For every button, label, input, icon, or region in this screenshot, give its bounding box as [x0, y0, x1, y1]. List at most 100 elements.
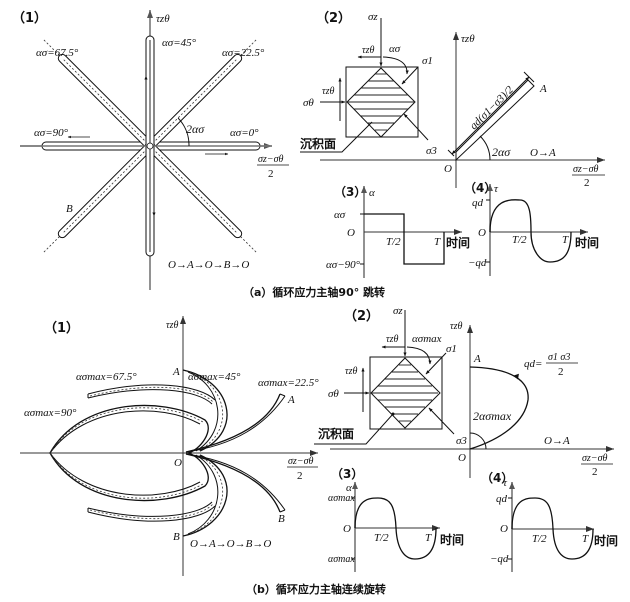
a2-dimension-tick: [523, 71, 535, 83]
panel-a4-label: （4）: [464, 180, 496, 195]
a3-y-axis-arrow-icon: [361, 186, 367, 193]
panel-a1: （1） τzθ σz−σθ 2: [12, 10, 289, 290]
b2-x-axis-denominator: 2: [592, 466, 598, 478]
a2-origin-label: O: [444, 163, 452, 175]
b3-y-zero-label: O: [343, 523, 351, 535]
b3-sine-curve: [354, 497, 437, 560]
a4-x-half-label: T/2: [512, 234, 527, 246]
a1-arm-label-22-5: ασ=22.5°: [222, 47, 265, 59]
b1-loop-label-22-5: ασmax=22.5°: [258, 377, 319, 389]
b2-x-axis-numerator: σz−σθ: [582, 453, 608, 464]
panel-a1-label: （1）: [12, 10, 47, 26]
a4-y-axis-arrow-icon: [487, 184, 493, 191]
figure-b: （1） τzθ O σz−σθ 2: [20, 305, 618, 596]
a2-path-label: O→A: [530, 147, 556, 159]
a2-angle-arc: [479, 135, 491, 161]
b1-arm-22-5: [185, 393, 286, 513]
a3-y-axis-label: α: [369, 187, 375, 199]
b2-angle-arc: [469, 432, 487, 450]
b3-x-axis-label: 时间: [440, 532, 464, 547]
b4-x-axis-label: 时间: [594, 533, 618, 548]
b2-bedding-label: 沉积面: [318, 426, 354, 441]
b2-sigma3-label: σ3: [456, 435, 467, 447]
b4-y-axis-label: τ: [503, 477, 508, 489]
b2-sigma-z-label: σz: [393, 305, 403, 317]
b1-x-axis-numerator: σz−σθ: [288, 456, 314, 467]
a2-dimension-line: [451, 76, 530, 155]
a3-x-end-label: T: [434, 236, 441, 248]
a4-y-zero-label: O: [478, 227, 486, 239]
a4-x-axis-label: 时间: [575, 235, 599, 250]
panel-a2-label: （2）: [316, 10, 351, 26]
b2-qd-lhs: qd=: [524, 358, 542, 370]
b2-sigma3-arrow-icon: [428, 407, 455, 435]
a2-x-axis-arrow-icon: [597, 157, 605, 163]
b2-origin-label: O: [458, 452, 466, 464]
a2-dimension-tick: [447, 149, 455, 157]
b2-angle-label: 2ασmax: [473, 409, 512, 423]
a2-bedding-leader: [300, 121, 373, 153]
a1-arm-minus-22-5: [145, 141, 257, 253]
b2-tau-left-label: τzθ: [345, 366, 357, 377]
b1-origin-label: O: [174, 457, 182, 469]
a2-tau-top-label: τzθ: [362, 45, 374, 56]
b2-qd-denominator: 2: [558, 366, 564, 378]
panel-b4: （4） τ qd O −qd T/2 T 时间: [481, 470, 618, 572]
a4-x-end-label: T: [562, 234, 569, 246]
b2-bedding-leader: [314, 413, 394, 445]
b2-alpha-arc: [406, 346, 432, 365]
panel-b3: （3） α ασmax O ασmax T/2 T 时间: [328, 466, 464, 572]
b1-point-b-right: B: [278, 513, 285, 525]
a3-x-half-label: T/2: [386, 236, 401, 248]
b3-y-top-label: ασmax: [328, 493, 355, 504]
a2-bedding-label: 沉积面: [300, 136, 336, 151]
panel-a3: （3） α ασ O ασ−90° T/2 T 时间: [326, 184, 470, 278]
a2-x-axis-numerator: σz−σθ: [573, 164, 599, 175]
b3-y-axis-arrow-icon: [352, 482, 358, 489]
a3-square-wave: [364, 213, 445, 265]
a1-angle-arc: [177, 117, 190, 147]
a2-sigma1-arrow-icon: [401, 66, 419, 85]
a2-x-axis-denominator: 2: [584, 177, 590, 189]
b2-stress-path: [469, 366, 529, 450]
b1-x-axis-denominator: 2: [297, 470, 303, 482]
b2-path-label: O→A: [544, 435, 570, 447]
b1-point-a-right: A: [287, 394, 295, 406]
panel-a2: （2） σz τzθ τzθ σθ: [300, 10, 605, 189]
a1-arm-label-45: ασ=45°: [162, 37, 197, 49]
a4-y-top-label: qd: [472, 197, 484, 209]
panel-a3-label: （3）: [334, 184, 366, 199]
a2-sigma3-arrow-icon: [403, 113, 429, 141]
panel-a4: （4） τ qd O −qd T/2 T 时间: [464, 180, 599, 276]
a4-y-bottom-label: −qd: [468, 257, 487, 269]
b1-x-axis-arrow-icon: [310, 450, 318, 456]
a1-x-axis-denominator: 2: [268, 168, 274, 180]
b1-point-b-left: B: [173, 531, 180, 543]
a1-y-axis-label: τzθ: [156, 13, 170, 25]
b4-x-half-label: T/2: [532, 533, 547, 545]
a2-alpha-label: ασ: [389, 43, 401, 55]
a1-arm-minus-67-5: [43, 141, 155, 253]
b1-band-67-5: [87, 384, 216, 522]
b1-path-sequence: O→A→O→B→O: [190, 538, 271, 550]
a3-x-axis-arrow-icon: [454, 229, 462, 235]
b4-sine-curve: [511, 497, 594, 560]
a3-x-axis-label: 时间: [446, 235, 470, 250]
a2-y-axis-label: τzθ: [461, 33, 475, 45]
a1-y-axis-arrow-icon: [147, 10, 153, 18]
figure-a-caption: （a）循环应力主轴90° 跳转: [243, 285, 385, 299]
b2-y-axis-arrow-icon: [467, 325, 473, 333]
b2-y-axis-label: τzθ: [450, 321, 462, 332]
a1-angle-label: 2ασ: [186, 122, 205, 136]
b2-bedding-hatch: [372, 364, 438, 422]
a3-y-bottom-label: ασ−90°: [326, 259, 361, 271]
a2-bedding-hatch: [348, 73, 414, 131]
a1-x-axis-numerator: σz−σθ: [258, 154, 284, 165]
b1-y-axis-label: τzθ: [166, 320, 178, 331]
figure-a: （1） τzθ σz−σθ 2: [12, 10, 605, 299]
a2-sigma3-label: σ3: [426, 145, 437, 157]
a3-y-top-label: ασ: [334, 209, 346, 221]
b4-x-axis-arrow-icon: [586, 526, 594, 532]
panel-b1-label: （1）: [44, 320, 79, 336]
b1-point-a-left: A: [172, 366, 180, 378]
